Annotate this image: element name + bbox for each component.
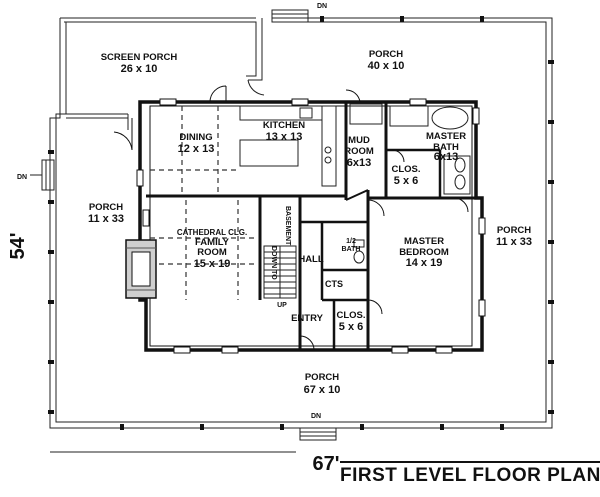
doors	[113, 85, 469, 351]
dining-label: DINING	[179, 132, 212, 143]
family-room-ceiling-label: CATHEDRAL CLG.	[177, 228, 247, 237]
master-bedroom-label-2: BEDROOM	[399, 247, 449, 258]
porch-top-label: PORCH	[369, 49, 403, 60]
porch-posts	[48, 16, 554, 430]
top-steps	[271, 9, 309, 23]
dn-left-label: DN	[17, 174, 27, 181]
room-labels: SCREEN PORCH 26 x 10 PORCH 40 x 10 DININ…	[17, 3, 532, 420]
master-bath-label-2: BATH	[433, 142, 459, 153]
porch-left-size: 11 x 33	[88, 213, 124, 225]
master-bedroom-size: 14 x 19	[406, 257, 443, 269]
family-room-size: 15 x 19	[194, 258, 231, 270]
stairs	[263, 245, 297, 299]
porch-bottom-label: PORCH	[305, 372, 339, 383]
stair-up-label: UP	[277, 302, 287, 309]
half-bath-label-2: BATH	[342, 246, 361, 253]
porch-right-size: 11 x 33	[496, 236, 532, 248]
porch-top-size: 40 x 10	[368, 60, 405, 72]
stair-down-label-1: DOWN TO	[270, 246, 277, 280]
left-steps	[30, 159, 55, 191]
lower-closet-label: CLOS.	[336, 310, 365, 321]
screen-porch-walls	[66, 18, 265, 130]
hall-label: HALL	[298, 254, 324, 265]
interior-walls	[146, 102, 482, 350]
porch-right-label: PORCH	[497, 225, 531, 236]
lower-closet-size: 5 x 6	[339, 321, 363, 333]
dn-bottom-label: DN	[311, 413, 321, 420]
dining-size: 12 x 13	[178, 143, 215, 155]
stair-down-label-2: BASEMENT	[284, 206, 291, 246]
dn-top-label: DN	[317, 3, 327, 10]
mud-room-size: 6x13	[347, 157, 371, 169]
windows	[136, 98, 486, 354]
bath-fixtures	[349, 103, 471, 195]
master-bath-size: 6x13	[434, 151, 458, 163]
ceiling-beams	[150, 106, 256, 300]
depth-dimension: 54'	[7, 232, 29, 259]
mud-room-label-1: MUD	[348, 135, 370, 146]
width-dimension: 67'	[312, 453, 339, 475]
screen-porch-label: SCREEN PORCH	[101, 52, 178, 63]
kitchen-size: 13 x 13	[266, 131, 303, 143]
porch-left-label: PORCH	[89, 202, 123, 213]
bottom-steps	[299, 427, 337, 441]
entry-label: ENTRY	[291, 313, 324, 324]
screen-porch-size: 26 x 10	[121, 63, 158, 75]
porch-bottom-size: 67 x 10	[304, 384, 341, 396]
half-bath-fixtures	[353, 239, 365, 264]
family-room-label-1: FAMILY	[195, 237, 230, 248]
fireplace	[125, 239, 157, 299]
half-bath-label-1: 1/2	[346, 238, 356, 245]
kitchen-label: KITCHEN	[263, 120, 305, 131]
kitchen-cabinets	[239, 105, 337, 187]
upper-closet-size: 5 x 6	[394, 175, 418, 187]
upper-closet-label: CLOS.	[391, 164, 420, 175]
cts-label: CTS	[325, 279, 343, 289]
master-bath-label-1: MASTER	[426, 131, 466, 142]
master-bedroom-label-1: MASTER	[404, 236, 444, 247]
family-room-label-2: ROOM	[197, 247, 227, 258]
mud-room-label-2: ROOM	[344, 146, 374, 157]
plan-title: FIRST LEVEL FLOOR PLAN	[340, 461, 600, 487]
